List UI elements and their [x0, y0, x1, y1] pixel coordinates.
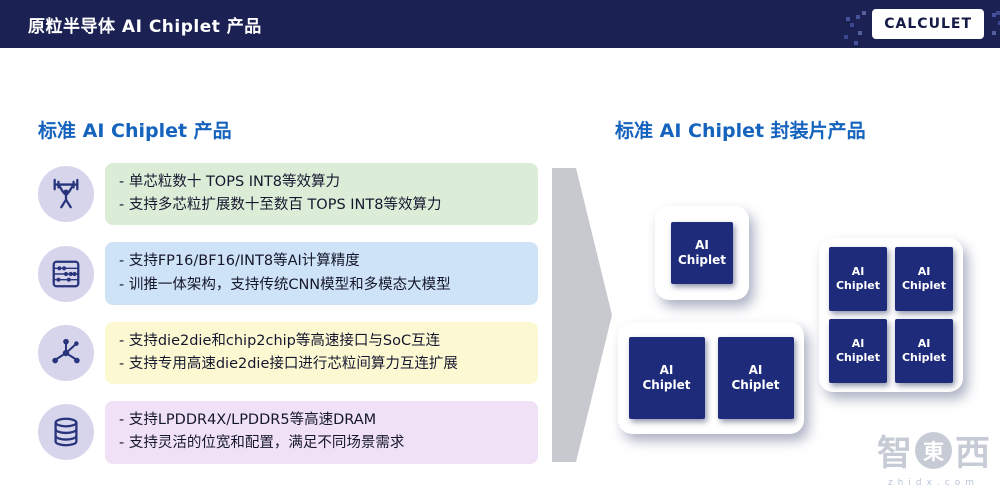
chip-label: Chiplet	[677, 253, 727, 267]
zhidx-watermark: 智 東 西 zhidx.com	[877, 425, 990, 488]
zhidx-watermark-site: zhidx.com	[887, 478, 980, 488]
chip-label: AI	[851, 265, 865, 279]
logo-pixel-pattern-left	[856, 15, 861, 19]
ai-chiplet-die: AI Chiplet	[671, 222, 733, 284]
feature-line: - 支持die2die和chip2chip等高速接口与SoC互连	[119, 332, 441, 349]
ai-chiplet-die: AI Chiplet	[895, 247, 953, 311]
ai-chiplet-die: AI Chiplet	[829, 247, 887, 311]
feature-line: - 单芯粒数十 TOPS INT8等效算力	[119, 174, 340, 190]
ai-chiplet-die: AI Chiplet	[829, 319, 887, 383]
features-panel: 标准 AI Chiplet 产品 - 单芯粒数十 TOPS INT8等效算力 -…	[38, 116, 538, 481]
header-bar: 原粒半导体 AI Chiplet 产品 CALCULET	[0, 0, 1000, 48]
feature-line: - 支持专用高速die2die接口进行芯粒间算力互连扩展	[119, 355, 458, 372]
chip-label: AI	[917, 337, 931, 351]
zhidx-logo-icon: 東	[914, 432, 952, 469]
watermark-char: 西	[954, 433, 990, 474]
chip-label: AI	[695, 238, 709, 252]
feature-line: - 支持FP16/BF16/INT8等AI计算精度	[119, 253, 360, 270]
chip-label: Chiplet	[731, 378, 780, 392]
chip-label: AI	[659, 363, 674, 377]
single-chiplet-package: AI Chiplet	[655, 206, 749, 300]
feature-row-compute: - 单芯粒数十 TOPS INT8等效算力 - 支持多芯粒扩展数十至数百 TOP…	[38, 163, 538, 226]
feature-box-interconnect: - 支持die2die和chip2chip等高速接口与SoC互连 - 支持专用高…	[105, 321, 538, 385]
chip-label: Chiplet	[901, 279, 947, 292]
ai-chiplet-die: AI Chiplet	[628, 337, 705, 419]
feature-box-memory: - 支持LPDDR4X/LPDDR5等高速DRAM - 支持灵活的位宽和配置，满…	[105, 401, 538, 464]
feature-box-compute: - 单芯粒数十 TOPS INT8等效算力 - 支持多芯粒扩展数十至数百 TOP…	[105, 163, 538, 226]
database-icon	[38, 404, 94, 461]
chip-label: AI	[917, 265, 931, 279]
chip-label: AI	[851, 337, 865, 351]
dual-chiplet-package: AI Chiplet AI Chiplet	[618, 322, 804, 434]
network-node-icon	[38, 324, 94, 381]
feature-line: - 支持LPDDR4X/LPDDR5等高速DRAM	[119, 412, 377, 429]
ai-chiplet-die: AI Chiplet	[717, 337, 794, 419]
packages-panel: 标准 AI Chiplet 封装片产品 AI Chiplet AI Chiple…	[615, 116, 995, 486]
chip-label: Chiplet	[901, 351, 947, 364]
left-section-title: 标准 AI Chiplet 产品	[38, 120, 232, 142]
ai-chiplet-die: AI Chiplet	[895, 319, 953, 383]
feature-line: - 支持多芯粒扩展数十至数百 TOPS INT8等效算力	[119, 197, 442, 214]
logo-pixel-pattern-right	[992, 13, 996, 17]
feature-row-memory: - 支持LPDDR4X/LPDDR5等高速DRAM - 支持灵活的位宽和配置，满…	[38, 401, 538, 464]
feature-line: - 训推一体架构，支持传统CNN模型和多模态大模型	[119, 276, 451, 293]
chip-label: Chiplet	[642, 378, 691, 392]
weightlifter-icon	[38, 166, 94, 223]
chip-label: Chiplet	[835, 351, 881, 364]
quad-chiplet-package: AI Chiplet AI Chiplet AI Chiplet AI Chip…	[819, 238, 963, 392]
right-section-title: 标准 AI Chiplet 封装片产品	[615, 120, 866, 142]
watermark-char: 智	[876, 433, 912, 474]
calculet-logo-text: CALCULET	[872, 9, 984, 39]
watermark-char: 東	[922, 438, 944, 464]
calculet-logo: CALCULET	[856, 9, 996, 39]
chip-label: Chiplet	[835, 279, 881, 292]
feature-box-precision: - 支持FP16/BF16/INT8等AI计算精度 - 训推一体架构，支持传统C…	[105, 242, 538, 305]
chip-label: AI	[748, 363, 763, 377]
page-title: 原粒半导体 AI Chiplet 产品	[28, 16, 262, 37]
feature-row-interconnect: - 支持die2die和chip2chip等高速接口与SoC互连 - 支持专用高…	[38, 321, 538, 385]
feature-row-precision: - 支持FP16/BF16/INT8等AI计算精度 - 训推一体架构，支持传统C…	[38, 242, 538, 305]
abacus-icon	[38, 245, 94, 302]
arrow-right-shape	[552, 168, 612, 462]
zhidx-watermark-brand: 智 東 西	[877, 425, 990, 476]
feature-line: - 支持灵活的位宽和配置，满足不同场景需求	[119, 435, 405, 452]
